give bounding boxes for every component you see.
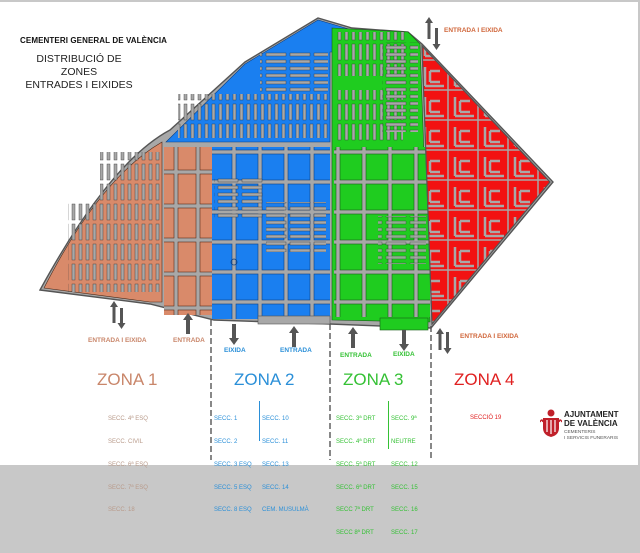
access-label-zona1-entry: ENTRADA: [173, 337, 205, 344]
zona-1-sections: SECC. 4ª ESQ SECC. CIVIL SECC. 6ª ESQ SE…: [108, 401, 148, 530]
section-item: SECC. 12: [391, 461, 418, 468]
zona-1-title: ZONA 1: [97, 370, 158, 389]
section-item: SECC. 5ª DRT: [336, 461, 376, 468]
section-item: SECC. 13: [262, 461, 289, 468]
subtitle-line-1: DISTRIBUCIÓ DE ZONES: [36, 53, 122, 78]
section-item: SECC. 1: [214, 416, 238, 423]
section-item: SECC 8ª DRT: [336, 530, 374, 537]
page-title: CEMENTERI GENERAL DE VALÈNCIA: [20, 36, 168, 45]
access-label-zona4-both: ENTRADA I EIXIDA: [460, 333, 519, 340]
section-item: SECC. 17: [391, 530, 418, 537]
section-item: SECC. 7ª ESQ: [108, 484, 148, 491]
arrows-up-down-icon: [425, 17, 441, 50]
section-item: NEUTRE: [391, 438, 416, 445]
valencia-coat-of-arms-icon: [540, 409, 562, 437]
zona-3-area[interactable]: [331, 27, 431, 331]
arrow-down-icon: [229, 324, 239, 345]
zona-2-sections-col1: SECC. 1 SECC. 2 SECC. 3 ESQ SECC. 5 ESQ …: [214, 401, 252, 530]
ajuntament-logo: AJUNTAMENT DE VALÈNCIA CEMENTERIS I SERV…: [540, 406, 630, 448]
zona-3-title: ZONA 3: [343, 370, 404, 389]
subtitle-line-2: ENTRADES I EIXIDES: [25, 79, 133, 91]
zona-4-title: ZONA 4: [454, 370, 515, 389]
section-item: SECC. 3 ESQ: [214, 461, 252, 468]
section-item: SECC. 6ª ESQ: [108, 461, 148, 468]
zona-3-sections-col2: SECC. 9ª NEUTRE SECC. 12 SECC. 15 SECC. …: [391, 401, 418, 553]
section-item: SECC. 4ª DRT: [336, 438, 376, 445]
arrow-down-icon: [399, 330, 409, 351]
section-item: SECC. 11: [262, 438, 289, 445]
column-separator: [388, 401, 389, 449]
section-item: SECC. 10: [262, 416, 289, 423]
section-item: CEM. MUSULMÀ: [262, 507, 309, 514]
cemetery-map: [38, 17, 554, 460]
section-item: SECC. 6ª DRT: [336, 484, 376, 491]
logo-name: AJUNTAMENT DE VALÈNCIA: [564, 410, 619, 428]
arrow-up-icon: [183, 313, 193, 334]
arrows-up-down-icon: [436, 328, 452, 354]
zona-1-area[interactable]: [43, 141, 212, 315]
page-subtitle: DISTRIBUCIÓ DE ZONES ENTRADES I EIXIDES: [24, 53, 134, 92]
zona-4-area[interactable]: [421, 44, 551, 326]
arrow-up-icon: [289, 326, 299, 347]
arrows-up-down-icon: [110, 301, 126, 329]
section-item: SECC. 2: [214, 438, 238, 445]
access-label-zona2-exit: EIXIDA: [224, 347, 246, 354]
cemetery-map-page: CEMENTERI GENERAL DE VALÈNCIA DISTRIBUCI…: [0, 2, 638, 536]
zona-4-sections: SECCIÓ 19: [470, 400, 501, 438]
section-item: SECC. 9ª: [391, 416, 417, 423]
section-item: SECC. 5 ESQ: [214, 484, 252, 491]
section-item: SECC. 3ª DRT: [336, 416, 376, 423]
section-item: SECC. CIVIL: [108, 438, 144, 445]
access-label-zona3-entry: ENTRADA: [340, 352, 372, 359]
logo-subtitle: CEMENTERIS I SERVICIS FUNERARIS: [564, 430, 619, 441]
access-label-top-right: ENTRADA I EIXIDA: [444, 27, 503, 34]
arrow-up-icon: [348, 327, 358, 348]
section-item: SECCIÓ 19: [470, 415, 502, 422]
section-item: SECC. 18: [108, 507, 135, 514]
section-item: SECC. 14: [262, 484, 289, 491]
section-item: SECC. 8 ESQ: [214, 507, 252, 514]
section-item: SECC. 4ª ESQ: [108, 416, 148, 423]
section-item: SECC. 16: [391, 507, 418, 514]
zona-2-area[interactable]: [165, 19, 353, 325]
access-label-zona3-exit: EIXIDA: [393, 351, 415, 358]
access-label-zona2-entry: ENTRADA: [280, 347, 312, 354]
section-item: SECC 7ª DRT: [336, 507, 374, 514]
zona-2-title: ZONA 2: [234, 370, 295, 389]
access-label-zona1-both: ENTRADA I EIXIDA: [88, 337, 147, 344]
zona-2-sections-col2: SECC. 10 SECC. 11 SECC. 13 SECC. 14 CEM.…: [262, 401, 309, 530]
zona-3-sections-col1: SECC. 3ª DRT SECC. 4ª DRT SECC. 5ª DRT S…: [336, 401, 375, 553]
column-separator: [259, 401, 260, 441]
section-item: SECC. 15: [391, 484, 418, 491]
